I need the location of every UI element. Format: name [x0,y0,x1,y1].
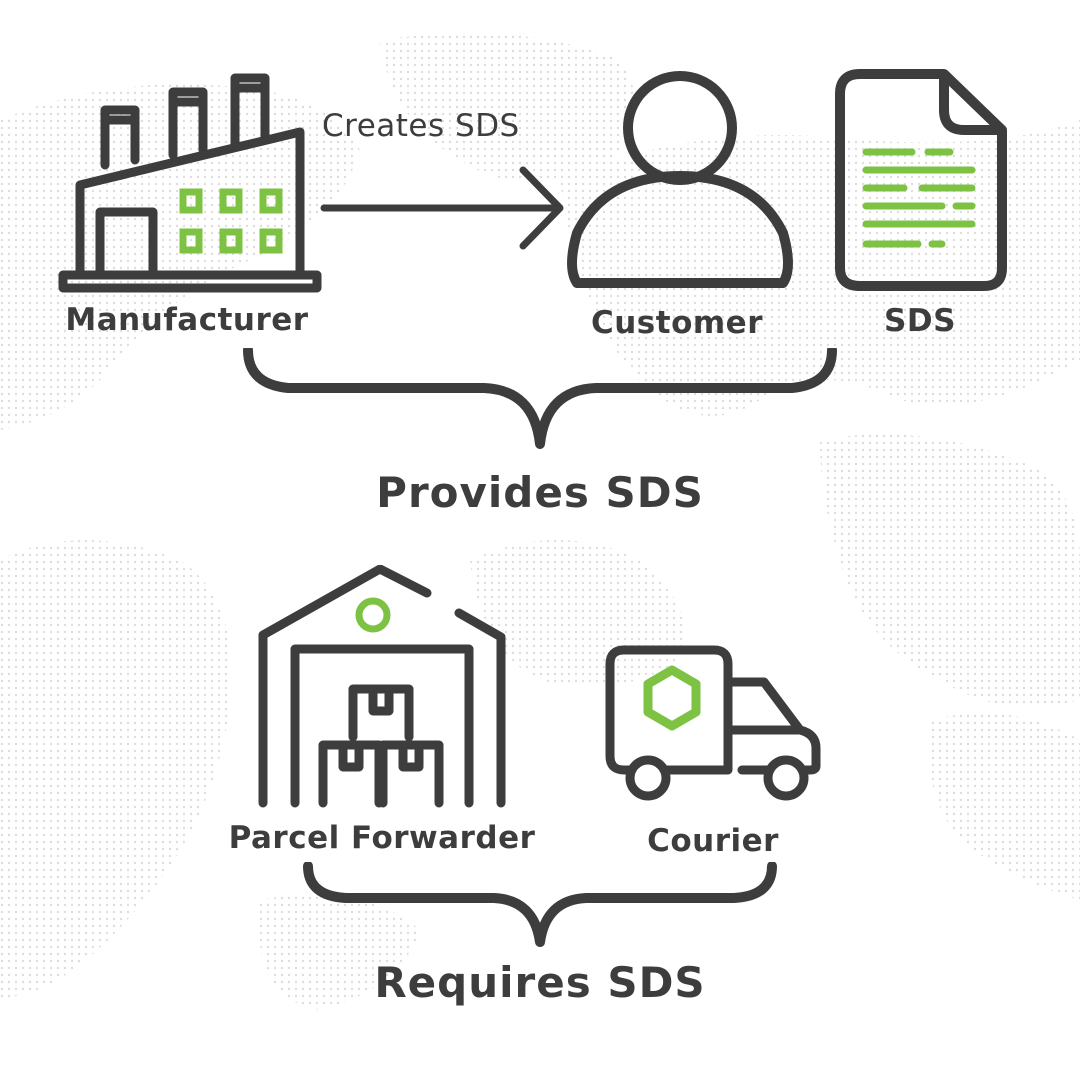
requires-brace [303,862,777,947]
creates-sds-label: Creates SDS [322,108,520,144]
person-icon [567,71,793,288]
provides-brace [243,348,837,449]
warehouse-icon [258,565,506,808]
customer-label: Customer [590,305,764,341]
sds-label: SDS [884,303,956,339]
truck-icon [605,645,821,801]
parcel-forwarder-label: Parcel Forwarder [228,820,536,856]
courier-label: Courier [647,823,779,859]
manufacturer-label: Manufacturer [65,302,309,338]
provides-sds-label: Provides SDS [376,468,704,517]
factory-icon [58,73,322,293]
arrow-right-icon [320,166,564,250]
requires-sds-label: Requires SDS [374,958,706,1007]
document-icon [835,69,1007,291]
